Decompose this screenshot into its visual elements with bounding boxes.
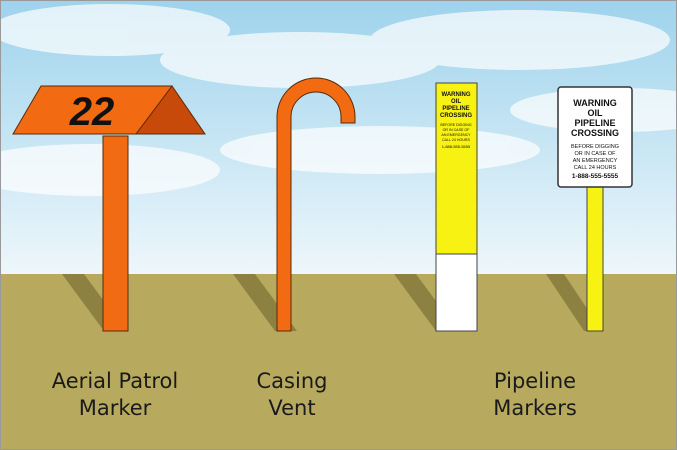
aerial-patrol-marker: 22 [12, 85, 206, 332]
white-sign-body-line: BEFORE DIGGING [571, 144, 619, 150]
caption-aerial-patrol-marker: Aerial Patrol Marker [20, 368, 210, 422]
caption-line: Vent [268, 396, 316, 420]
yellow-post-body: BEFORE DIGGING OR IN CASE OF AN EMERGENC… [440, 123, 472, 149]
aerial-marker-roof-left [12, 85, 173, 135]
casing-vent-pipe [276, 77, 356, 332]
caption-pipeline-markers: Pipeline Markers [460, 368, 610, 422]
white-sign-body-line: AN EMERGENCY [573, 158, 618, 164]
caption-casing-vent: Casing Vent [237, 368, 347, 422]
yellow-post-heading: WARNING OIL PIPELINE CROSSING [440, 92, 472, 119]
white-sign-body: BEFORE DIGGING OR IN CASE OF AN EMERGENC… [571, 144, 619, 180]
white-sign-post [586, 185, 604, 332]
white-sign-body-line: OR IN CASE OF [575, 151, 617, 157]
yellow-post-body-line: BEFORE DIGGING [440, 123, 472, 127]
caption-line: Markers [493, 396, 577, 420]
white-sign-phone: 1-888-555-5555 [572, 173, 619, 180]
caption-line: Casing [256, 369, 328, 393]
yellow-post-body-line: CALL 24 HOURS [442, 138, 470, 142]
yellow-post-upper [435, 82, 478, 255]
aerial-marker-post [102, 135, 129, 332]
yellow-post-body-line: OR IN CASE OF [443, 128, 471, 132]
caption-line: Pipeline [493, 369, 577, 393]
yellow-post-lower [435, 253, 478, 332]
white-sign-heading-line: WARNING [573, 98, 617, 108]
caption-line: Aerial Patrol [51, 369, 179, 393]
white-sign-heading-line: OIL [588, 108, 604, 118]
yellow-post-heading-line: WARNING [442, 92, 471, 98]
yellow-pipeline-post: WARNING OIL PIPELINE CROSSING BEFORE DIG… [435, 82, 478, 332]
yellow-post-heading-line: PIPELINE [442, 106, 469, 112]
yellow-post-phone: 1-888-555-5555 [442, 144, 471, 149]
white-sign-panel [557, 86, 633, 188]
yellow-post-heading-line: CROSSING [440, 113, 472, 119]
white-sign-body-line: CALL 24 HOURS [574, 165, 617, 171]
white-sign-heading: WARNING OIL PIPELINE CROSSING [571, 98, 619, 138]
caption-line: Marker [78, 396, 152, 420]
white-pipeline-sign: WARNING OIL PIPELINE CROSSING BEFORE DIG… [557, 86, 633, 332]
yellow-post-body-line: AN EMERGENCY [441, 133, 471, 137]
casing-vent [276, 77, 356, 332]
aerial-marker-number: 22 [69, 90, 115, 134]
yellow-post-heading-line: OIL [451, 99, 461, 105]
white-sign-heading-line: CROSSING [571, 128, 619, 138]
white-sign-heading-line: PIPELINE [574, 118, 615, 128]
